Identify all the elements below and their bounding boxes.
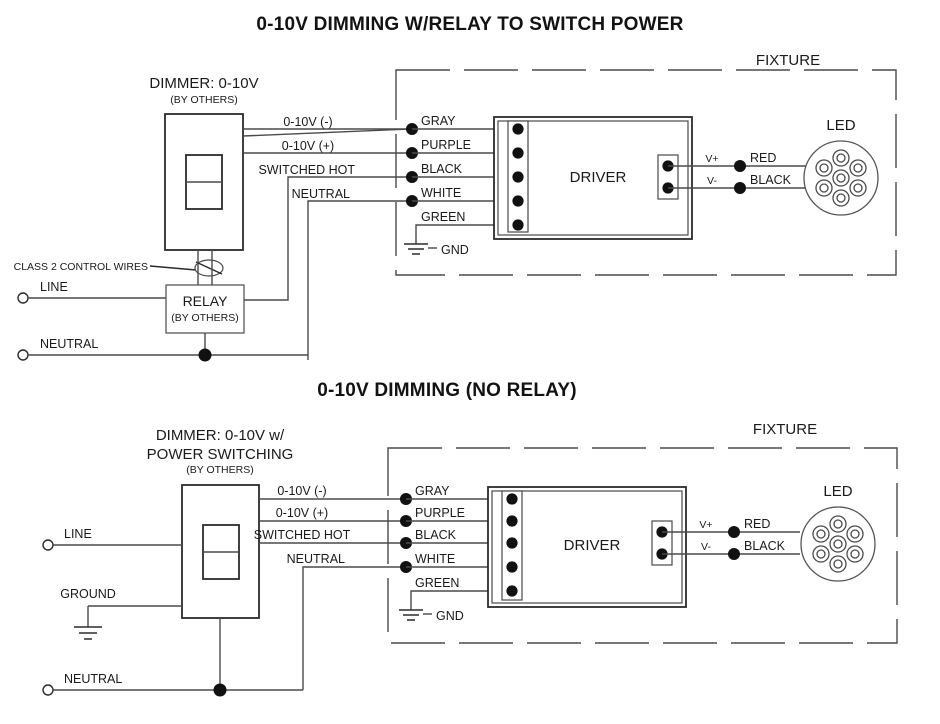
diagram-one-driver-label: DRIVER bbox=[570, 169, 627, 186]
diagram-one-led-label: LED bbox=[826, 117, 855, 134]
diagram-one-driver-terminal-2 bbox=[512, 147, 524, 159]
diagram-two-wire-green bbox=[410, 590, 511, 610]
diagram-one-relay-label-line2: (BY OTHERS) bbox=[171, 312, 238, 324]
diagram-two-dimmer-label-line1: DIMMER: 0-10V w/ bbox=[156, 427, 285, 444]
diagram-two-neutral-junction bbox=[213, 683, 227, 697]
diagram-two-gnd-label: GND bbox=[436, 609, 464, 623]
diagram-two-ground-symbol bbox=[399, 609, 423, 621]
diagram-two-label-0-10v-pos: 0-10V (+) bbox=[276, 506, 328, 520]
diagram-one-class2-leader bbox=[149, 265, 197, 271]
diagram-one-relay-label-line1: RELAY bbox=[183, 293, 229, 309]
diagram-two-driver-terminal-2 bbox=[506, 515, 518, 527]
diagram-two-driver-label-purple: PURPLE bbox=[415, 506, 465, 520]
diagram-one-driver-label-purple: PURPLE bbox=[421, 138, 471, 152]
diagram-two-fixture-label: FIXTURE bbox=[753, 421, 817, 438]
diagram-two-terminal-vminus: V- bbox=[701, 541, 711, 553]
diagram-one-dimmer-label-line1: DIMMER: 0-10V bbox=[149, 75, 258, 92]
diagram-two-driver-label-gray: GRAY bbox=[415, 484, 450, 498]
diagram-two-driver-terminal-4 bbox=[506, 561, 518, 573]
diagram-one-driver-label-gray: GRAY bbox=[421, 114, 456, 128]
diagram-one-label-red: RED bbox=[750, 151, 776, 165]
diagram-two-fixture-boundary bbox=[387, 447, 898, 644]
diagram-one-wire-0-10v-neg bbox=[242, 128, 411, 137]
diagram-two-label-red: RED bbox=[744, 517, 770, 531]
diagram-one-label-0-10v-pos: 0-10V (+) bbox=[282, 139, 334, 153]
diagram-one-class2-label: CLASS 2 CONTROL WIRES bbox=[14, 261, 148, 273]
diagram-two-label-black-out: BLACK bbox=[744, 539, 786, 553]
diagram-one-driver-label-white: WHITE bbox=[421, 186, 461, 200]
diagram-two-run-neutral bbox=[302, 566, 404, 690]
diagram-one-neutral-label: NEUTRAL bbox=[40, 337, 98, 351]
diagram-two-line-label: LINE bbox=[64, 527, 92, 541]
diagram-one-twist-cross-a bbox=[195, 261, 223, 275]
diagram-two-label-0-10v-neg: 0-10V (-) bbox=[277, 484, 326, 498]
diagram-one-relay-body bbox=[165, 284, 245, 334]
diagram-one-driver-label-green: GREEN bbox=[421, 210, 465, 224]
diagram-one-driver-terminal-1 bbox=[512, 123, 524, 135]
diagram-one-ground-symbol bbox=[404, 243, 428, 255]
diagram-two-label-neutral-feed: NEUTRAL bbox=[287, 552, 345, 566]
diagram-one-group: 0-10V DIMMING W/RELAY TO SWITCH POWER DI… bbox=[14, 14, 897, 362]
diagram-one-dimmer-label-line2: (BY OTHERS) bbox=[170, 94, 237, 106]
diagram-one-line-label: LINE bbox=[40, 280, 68, 294]
diagram-one-run-neutral bbox=[307, 200, 410, 360]
diagram-one-label-black-out: BLACK bbox=[750, 173, 792, 187]
diagram-two-terminal-vplus: V+ bbox=[699, 519, 712, 531]
diagram-two-title: 0-10V DIMMING (NO RELAY) bbox=[317, 380, 577, 401]
diagram-one-neutral-junction bbox=[198, 348, 212, 362]
diagram-one-terminal-vminus: V- bbox=[707, 175, 717, 187]
diagram-one-driver-terminal-5 bbox=[512, 219, 524, 231]
diagram-one-wire-green bbox=[415, 224, 517, 244]
diagram-two-dimmer-label-line3: (BY OTHERS) bbox=[186, 464, 253, 476]
diagram-one-title: 0-10V DIMMING W/RELAY TO SWITCH POWER bbox=[256, 14, 683, 35]
diagram-one-node-red bbox=[734, 160, 746, 172]
diagram-two-ground-label: GROUND bbox=[60, 587, 116, 601]
diagram-two-driver-body-inner bbox=[491, 490, 683, 604]
diagram-two-label-switched-hot: SWITCHED HOT bbox=[254, 528, 351, 542]
diagram-one-neutral-terminal bbox=[17, 349, 29, 361]
diagram-two-driver-terminal-3 bbox=[506, 537, 518, 549]
diagram-one-driver-label-black: BLACK bbox=[421, 162, 463, 176]
diagram-one-terminal-vplus: V+ bbox=[705, 153, 718, 165]
diagram-two-line-terminal bbox=[42, 539, 54, 551]
diagram-one-label-0-10v-neg: 0-10V (-) bbox=[283, 115, 332, 129]
diagram-two-dimmer-label-line2: POWER SWITCHING bbox=[147, 446, 294, 463]
diagram-two-driver-label: DRIVER bbox=[564, 537, 621, 554]
diagram-two-neutral-terminal bbox=[42, 684, 54, 696]
diagram-one-node-black-out bbox=[734, 182, 746, 194]
diagram-one-led-emitters bbox=[815, 149, 867, 207]
diagram-two-neutral-label: NEUTRAL bbox=[64, 672, 122, 686]
diagram-two-driver-label-green: GREEN bbox=[415, 576, 459, 590]
diagram-two-driver-label-white: WHITE bbox=[415, 552, 455, 566]
diagram-two-group: 0-10V DIMMING (NO RELAY) DIMMER: 0-10V w… bbox=[42, 380, 898, 697]
diagram-two-led-emitters bbox=[812, 515, 864, 573]
diagram-one-gnd-label: GND bbox=[441, 243, 469, 257]
diagram-one-relay-output-wire bbox=[244, 250, 289, 301]
diagram-one-fixture-boundary bbox=[395, 69, 897, 276]
diagram-one-driver-body-inner bbox=[497, 120, 689, 236]
diagram-one-driver-terminal-4 bbox=[512, 195, 524, 207]
diagram-one-driver-terminal-3 bbox=[512, 171, 524, 183]
diagram-one-run-switched-hot bbox=[287, 176, 410, 250]
diagram-two-led-label: LED bbox=[823, 483, 852, 500]
diagram-one-label-neutral-feed: NEUTRAL bbox=[292, 187, 350, 201]
diagram-two-led-body bbox=[800, 506, 876, 582]
diagram-one-led-body bbox=[803, 140, 879, 216]
diagram-two-driver-label-black: BLACK bbox=[415, 528, 457, 542]
diagram-two-supply-ground-symbol bbox=[74, 626, 102, 640]
diagram-two-node-black-out bbox=[728, 548, 740, 560]
diagram-one-label-switched-hot: SWITCHED HOT bbox=[258, 163, 355, 177]
diagram-one-fixture-label: FIXTURE bbox=[756, 52, 820, 69]
diagram-one-line-terminal bbox=[17, 292, 29, 304]
diagram-two-driver-terminal-1 bbox=[506, 493, 518, 505]
diagram-two-driver-terminal-5 bbox=[506, 585, 518, 597]
diagram-two-node-red bbox=[728, 526, 740, 538]
